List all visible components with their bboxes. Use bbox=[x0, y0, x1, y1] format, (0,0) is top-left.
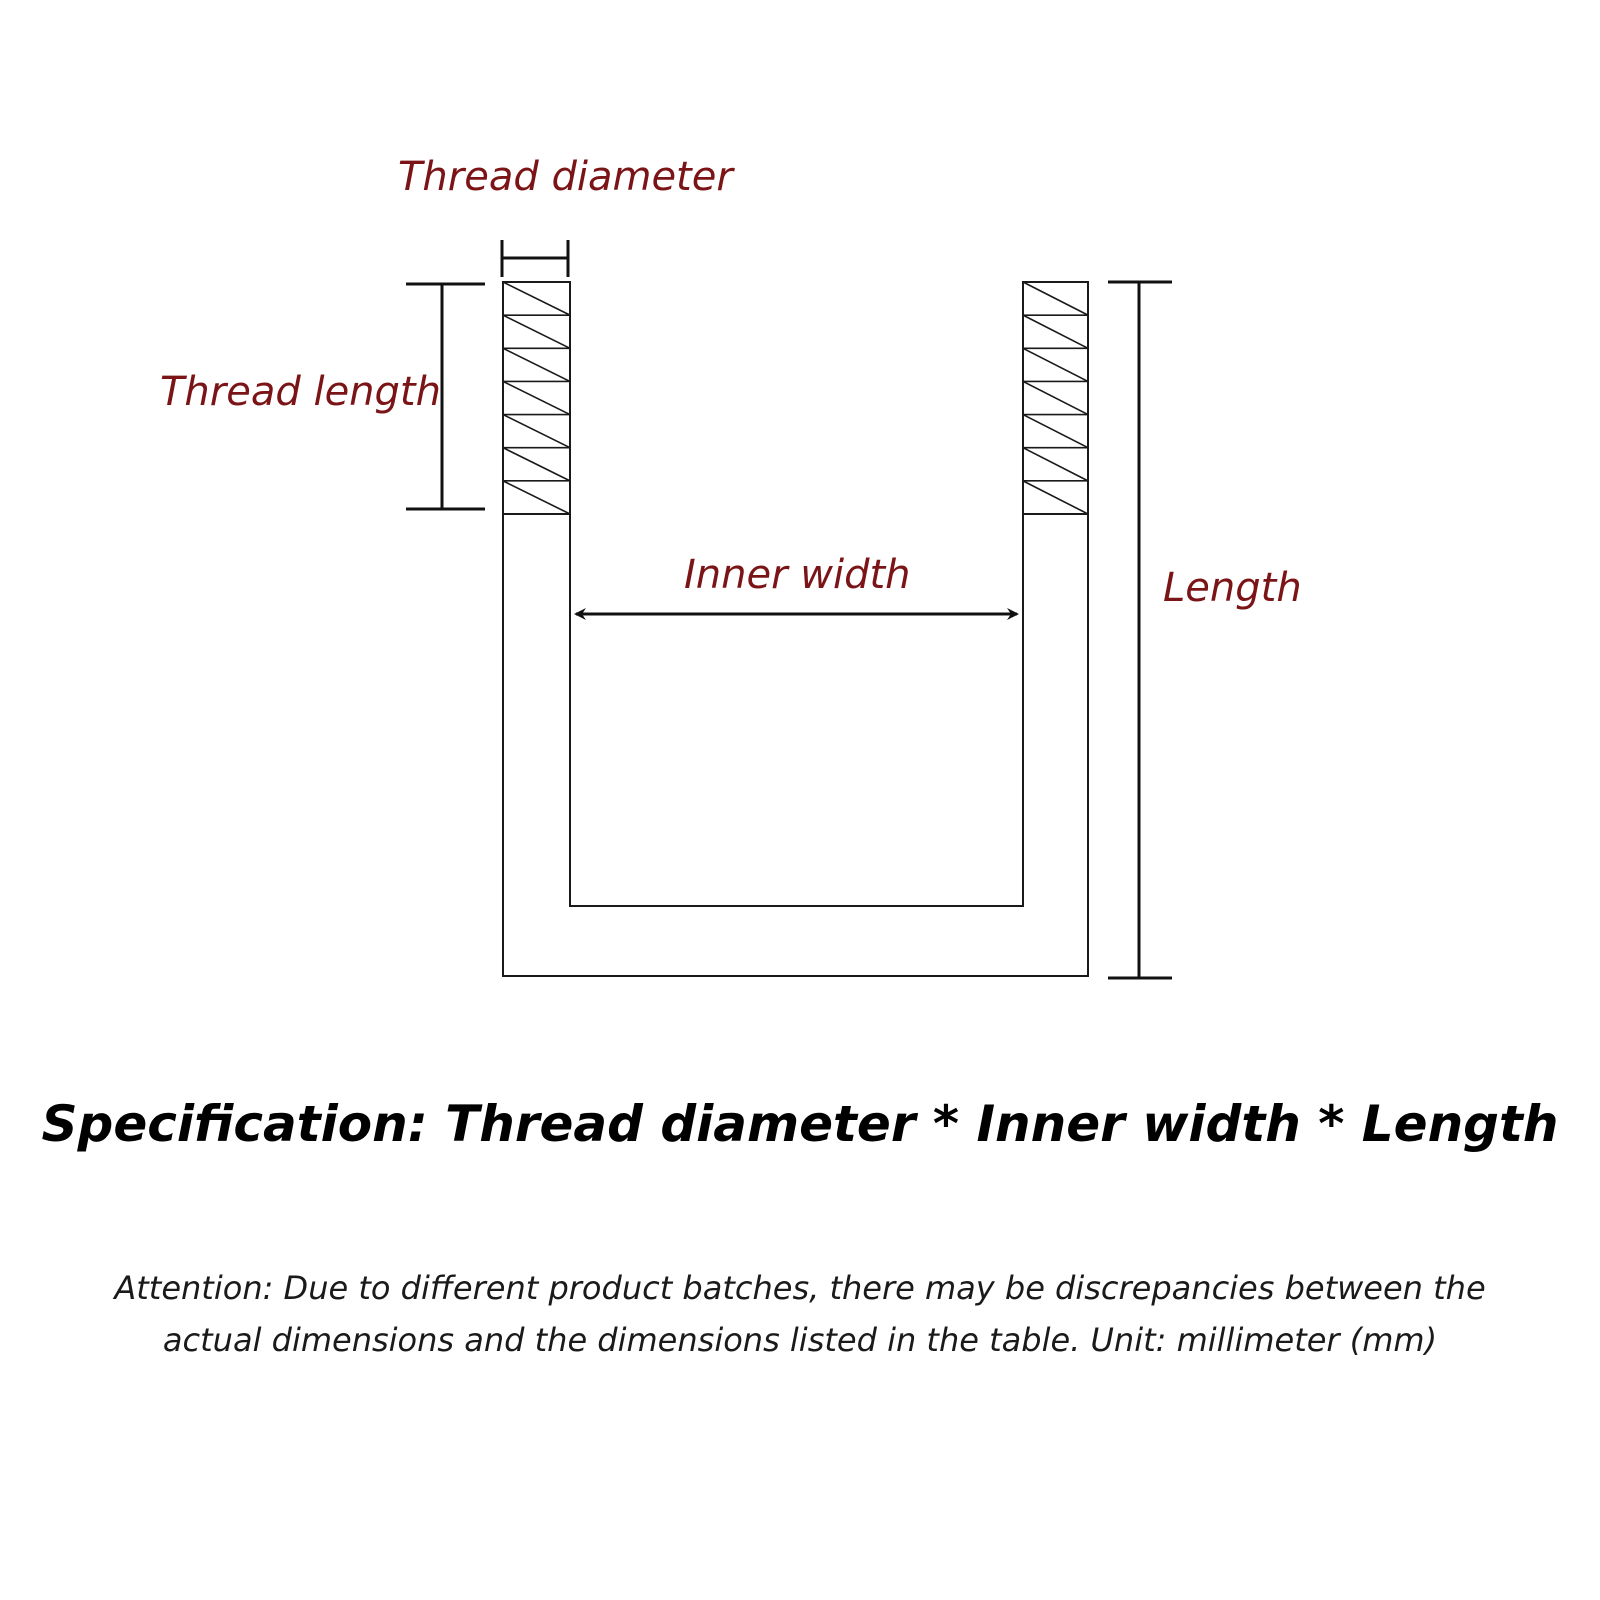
left-thread-diagonal bbox=[502, 480, 571, 515]
specification-text: Specification: Thread diameter * Inner w… bbox=[41, 1095, 1559, 1153]
left-thread-diagonal bbox=[502, 281, 571, 316]
left-thread-diagonal bbox=[502, 380, 571, 416]
left-thread-diagonal bbox=[502, 347, 571, 383]
right-thread-hatching bbox=[1022, 281, 1089, 515]
u-bolt-outline bbox=[502, 281, 1089, 977]
attention-note: Attention: Due to different product batc… bbox=[114, 1269, 1486, 1359]
left-thread-diagonal bbox=[502, 314, 571, 350]
length-label: Length bbox=[1163, 565, 1302, 611]
right-thread-diagonal bbox=[1022, 480, 1089, 515]
length-dimension bbox=[1108, 280, 1172, 980]
left-thread-hatching bbox=[502, 281, 571, 515]
right-thread-diagonal bbox=[1022, 447, 1089, 482]
right-thread-diagonal bbox=[1022, 413, 1089, 449]
left-thread-diagonal bbox=[502, 446, 571, 482]
left-thread-diagonal bbox=[502, 413, 571, 449]
thread-length-label: Thread length bbox=[160, 369, 441, 415]
right-thread-diagonal bbox=[1022, 314, 1089, 349]
thread-diameter-dimension bbox=[500, 240, 570, 277]
thread-length-dimension bbox=[406, 282, 485, 511]
right-thread-diagonal bbox=[1022, 380, 1089, 416]
thread-diameter-label: Thread diameter bbox=[398, 154, 735, 200]
inner-width-label: Inner width bbox=[684, 552, 911, 598]
right-thread-diagonal bbox=[1022, 347, 1089, 383]
right-thread-diagonal bbox=[1022, 281, 1089, 316]
